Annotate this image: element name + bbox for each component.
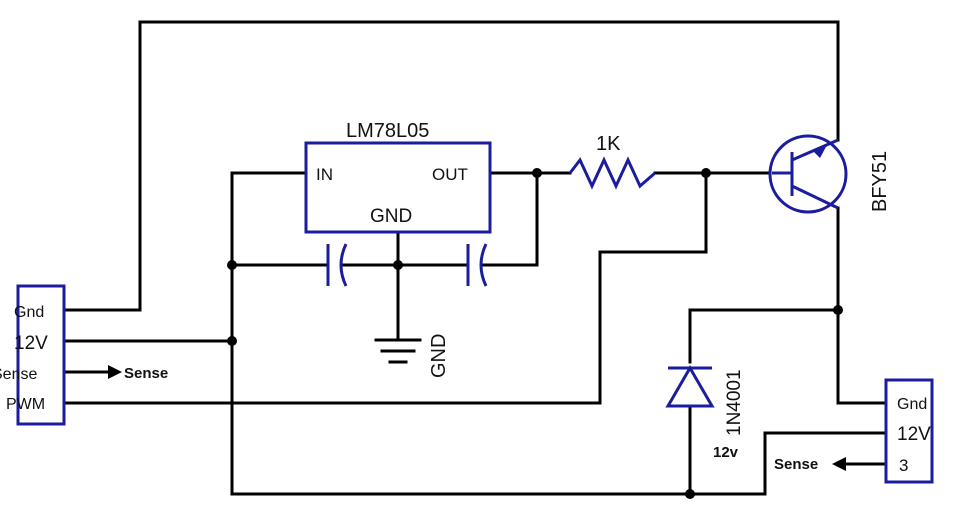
transistor-label: BFY51 <box>869 151 891 212</box>
left-sense-arrow-label: Sense <box>124 365 168 382</box>
junction-dot <box>393 260 403 270</box>
transistor-body <box>768 134 848 214</box>
sense-left-arrowhead <box>108 365 122 379</box>
left-pin-sense-label: Sense <box>0 366 37 383</box>
regulator-body <box>304 141 492 234</box>
diode-triangle <box>665 365 715 408</box>
capacitor-right <box>466 243 488 287</box>
right-pin-3-label: 3 <box>899 456 908 475</box>
left-pin-12v-label: 12V <box>14 333 48 354</box>
wire-emitter-to-right-gnd <box>836 206 888 405</box>
junction-dot <box>227 336 237 346</box>
ground-label: GND <box>428 334 450 378</box>
junction-dot <box>701 168 711 178</box>
wire-pwm <box>62 171 708 405</box>
left-connector: Gnd 12V Sense PWM Sense <box>0 284 168 426</box>
wire-gnd-top-loop <box>62 20 840 312</box>
voltage-regulator: LM78L05 IN OUT GND <box>304 120 492 234</box>
right-voltage-label: 12v <box>713 444 739 461</box>
transistor-emitter <box>791 184 839 210</box>
junction-dots <box>227 168 843 499</box>
junction-dot <box>833 305 843 315</box>
ground-symbol: GND <box>374 334 450 378</box>
junction-dot <box>685 489 695 499</box>
right-pin-gnd-label: Gnd <box>897 396 927 413</box>
transistor-arrow-icon <box>812 143 828 158</box>
junction-dot <box>227 260 237 270</box>
junction-dot <box>532 168 542 178</box>
wire-diode-cathode <box>688 308 840 364</box>
regulator-gnd-label: GND <box>370 206 412 227</box>
right-connector-body <box>884 378 934 484</box>
right-pin-12v-label: 12V <box>897 424 931 445</box>
resistor-label: 1K <box>596 133 621 155</box>
left-pin-pwm-label: PWM <box>6 396 45 413</box>
resistor: 1K <box>568 133 656 190</box>
diode-label: 1N4001 <box>724 369 745 436</box>
resistor-zigzag <box>568 156 656 190</box>
regulator-in-label: IN <box>316 165 333 184</box>
capacitor-left <box>326 243 348 287</box>
right-sense-arrow-label: Sense <box>774 456 818 473</box>
diode: 1N4001 <box>665 365 745 436</box>
right-connector: Gnd 12V 3 12v Sense <box>713 378 934 484</box>
wire-right-12v <box>763 431 888 496</box>
transistor: BFY51 <box>768 134 891 214</box>
left-pin-gnd-label: Gnd <box>14 304 44 321</box>
regulator-out-label: OUT <box>432 165 468 184</box>
wires <box>62 20 888 496</box>
capacitor-curved-plate <box>339 243 348 287</box>
regulator-name: LM78L05 <box>346 120 429 142</box>
left-connector-body <box>16 284 66 426</box>
sense-right-arrowhead <box>832 457 846 471</box>
capacitor-curved-plate <box>479 243 488 287</box>
